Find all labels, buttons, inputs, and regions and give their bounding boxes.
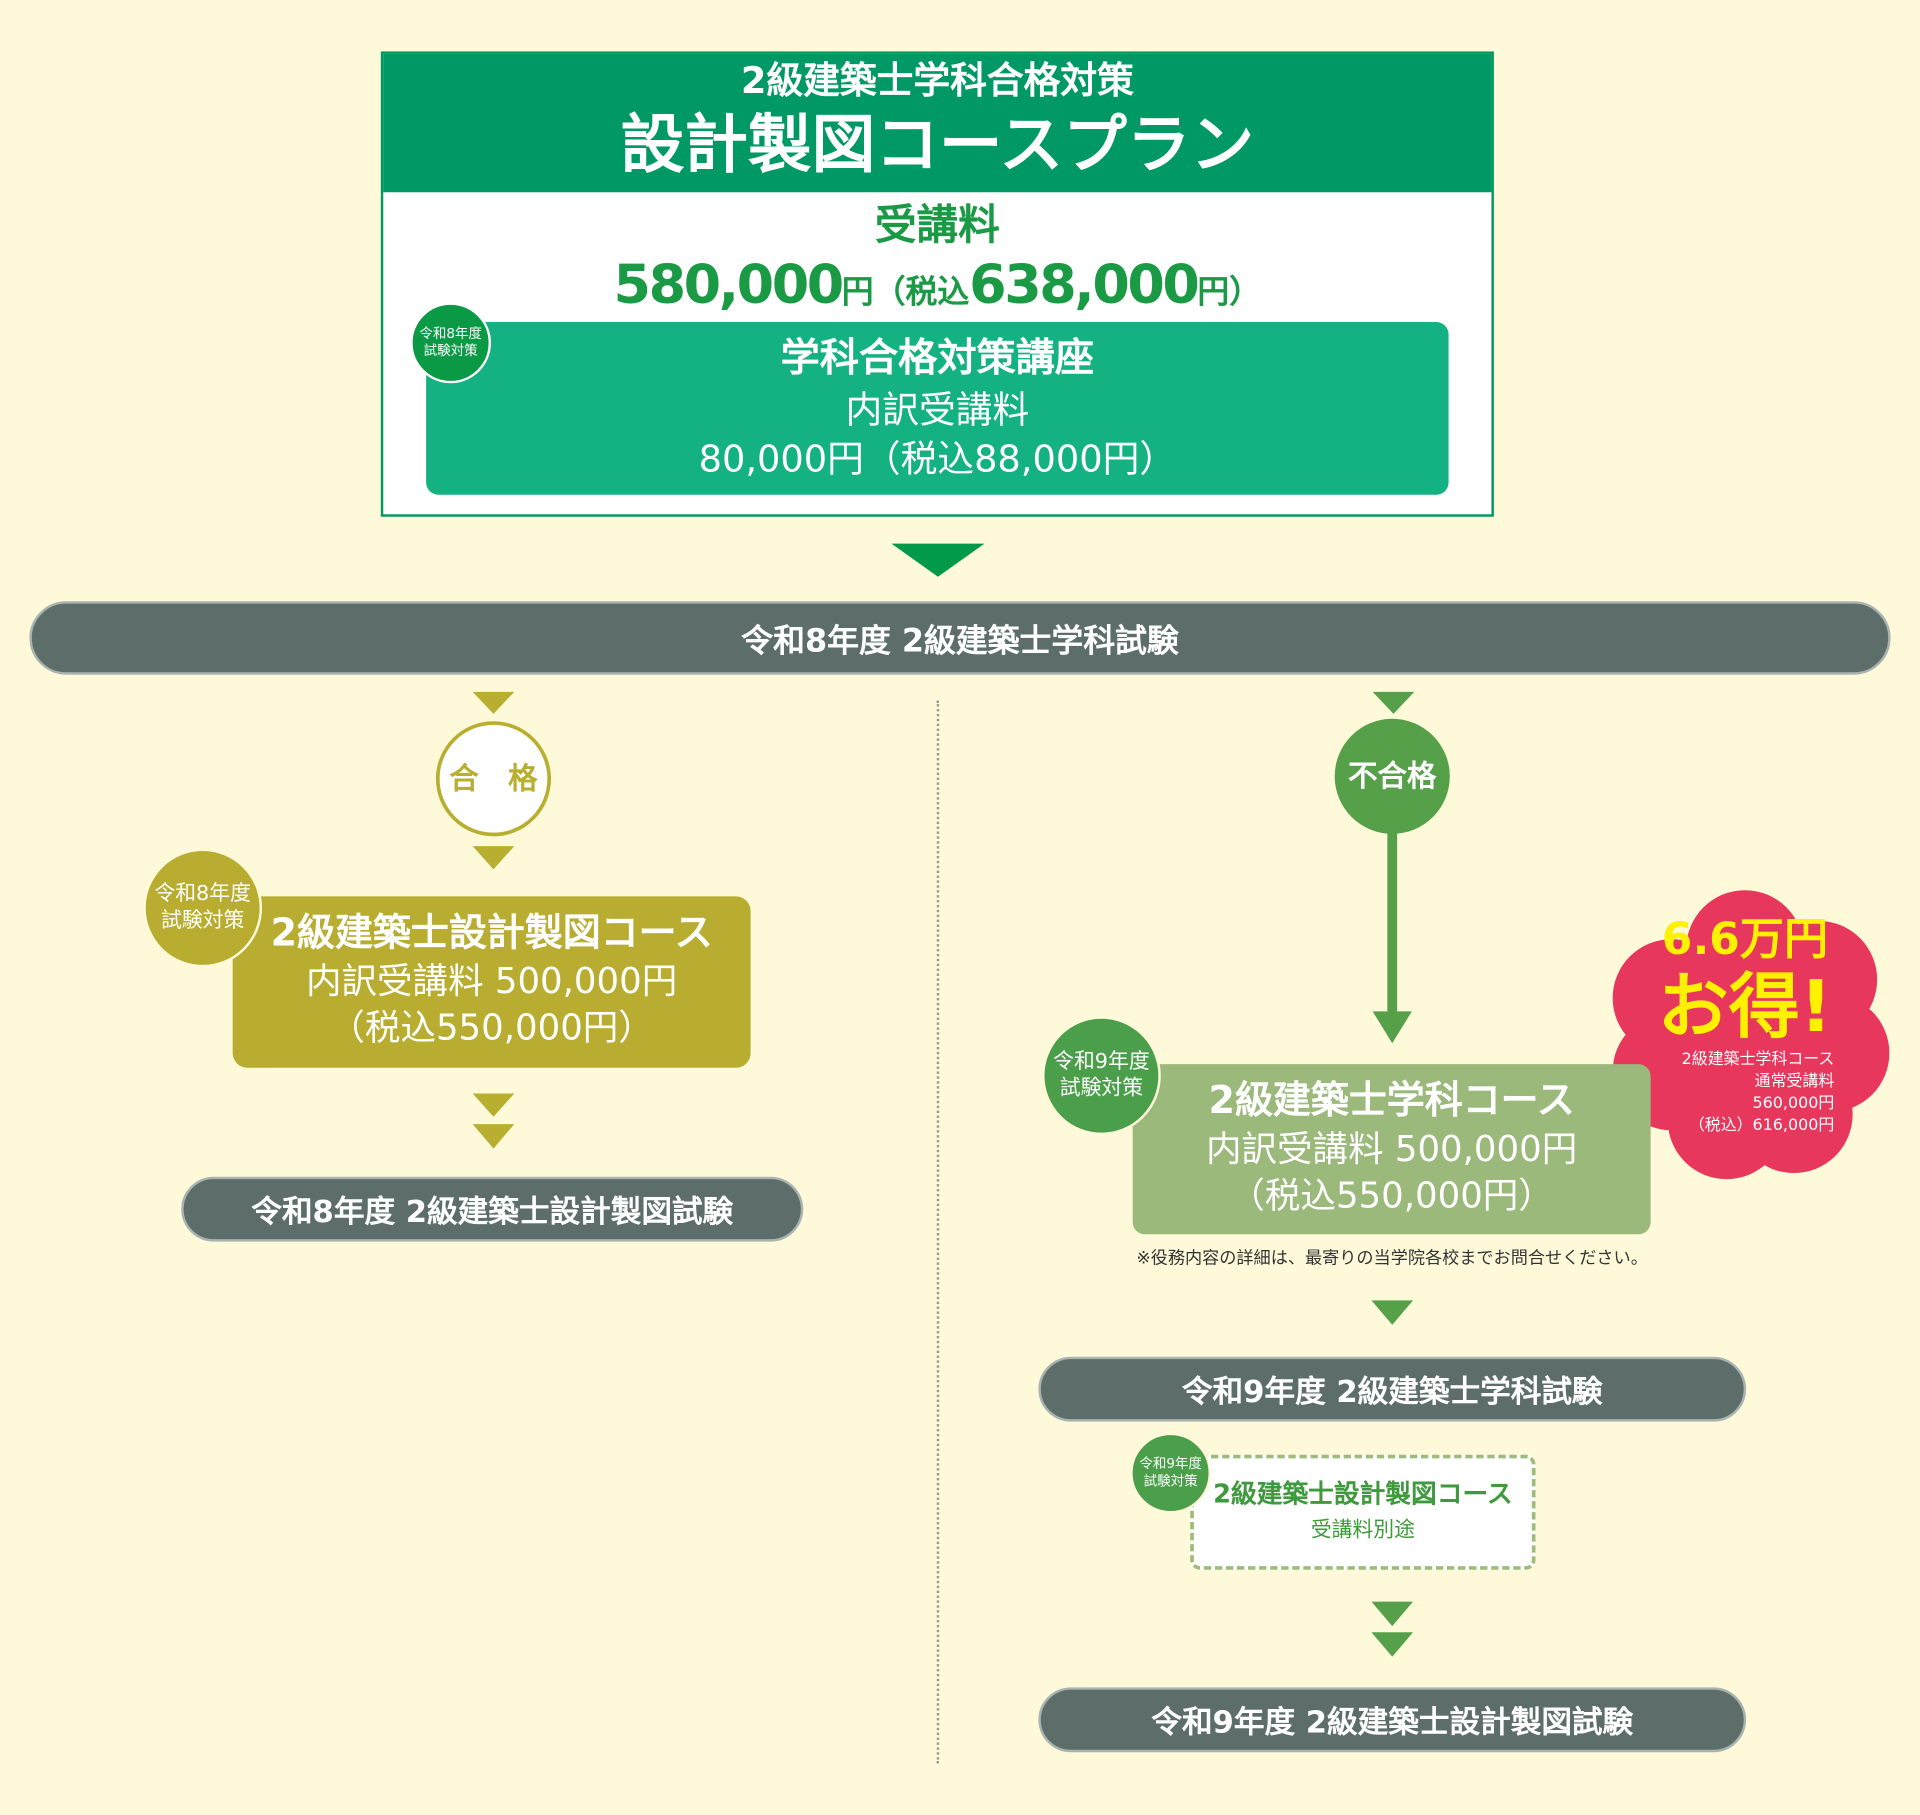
- promo-burst: [1601, 890, 1890, 1180]
- badge-r9-seizu: 令和9年度試験対策: [1130, 1432, 1212, 1514]
- badge-line: 令和9年度: [1053, 1049, 1150, 1075]
- badge-line: 令和9年度: [1139, 1456, 1202, 1473]
- course-fee: 受講料別途: [1310, 1518, 1415, 1543]
- badge-line: 試験対策: [161, 907, 245, 933]
- arrow-down-icon: [1371, 1300, 1414, 1325]
- course-title: 2級建築士設計製図コース: [1213, 1479, 1513, 1509]
- arrow-down-icon: [472, 1124, 515, 1149]
- course-title: 2級建築士設計製図コース: [270, 911, 713, 956]
- plan-title: 設計製図コースプラン: [620, 108, 1255, 183]
- yen: 円: [841, 274, 874, 312]
- course-tax: （税込550,000円）: [1229, 1174, 1554, 1216]
- tax-open: （税込: [873, 274, 970, 312]
- course-fee: 内訳受講料 500,000円: [1206, 1127, 1578, 1170]
- promo-line: 560,000円: [1752, 1094, 1835, 1114]
- seizu-course-r9-box: 2級建築士設計製図コース 受講料別途: [1190, 1454, 1536, 1570]
- arrow-line: [1387, 832, 1398, 1017]
- note: ※役務内容の詳細は、最寄りの当学院各校までお問合せください。: [1136, 1248, 1648, 1269]
- arrow-down-icon: [891, 543, 985, 577]
- plan-price: 580,000円（税込638,000円）: [383, 253, 1491, 327]
- fail-label: 不合格: [1348, 759, 1437, 794]
- badge-line: 試験対策: [1143, 1473, 1198, 1489]
- course-fee: 内訳受講料 500,000円: [306, 960, 678, 1002]
- badge-line: 試験対策: [423, 342, 478, 359]
- arrow-down-icon: [1371, 1601, 1414, 1627]
- plan-subtitle: 2級建築士学科合格対策: [740, 60, 1134, 103]
- course-title: 2級建築士学科コース: [1208, 1078, 1575, 1123]
- promo-line: （税込）616,000円: [1688, 1116, 1835, 1136]
- promo-headline: お得!: [1657, 964, 1833, 1049]
- badge-line: 試験対策: [1059, 1075, 1144, 1101]
- inner-title: 学科合格対策講座: [780, 334, 1095, 381]
- arrow-down-icon: [1372, 691, 1415, 714]
- promo-details: 2級建築士学科コース 通常受講料 560,000円 （税込）616,000円: [1641, 1049, 1835, 1137]
- arrow-down-icon: [472, 846, 515, 870]
- promo-amount: 6.6万円: [1661, 914, 1829, 965]
- exam-r8-gakka: 令和8年度 2級建築士学科試験: [29, 601, 1891, 675]
- arrow-down-icon: [1372, 1011, 1412, 1044]
- arrow-down-icon: [472, 1093, 515, 1117]
- price-tax-value: 638,000: [969, 253, 1200, 316]
- exam-r9-seizu: 令和9年度 2級建築士設計製図試験: [1038, 1687, 1747, 1753]
- badge-line: 令和8年度: [154, 881, 251, 907]
- inner-price: 80,000円（税込88,000円）: [698, 438, 1177, 482]
- badge-r9-right: 令和9年度試験対策: [1042, 1016, 1161, 1136]
- plan-header: 2級建築士学科合格対策 設計製図コースプラン: [383, 53, 1492, 193]
- gakka-course-box: 2級建築士学科コース 内訳受講料 500,000円 （税込550,000円）: [1132, 1064, 1651, 1235]
- divider: [936, 700, 940, 1764]
- exam-r9-gakka: 令和9年度 2級建築士学科試験: [1038, 1356, 1747, 1422]
- fee-label: 受講料: [874, 200, 1000, 250]
- fail-circle: 不合格: [1334, 718, 1450, 834]
- seizu-course-box: 2級建築士設計製図コース 内訳受講料 500,000円 （税込550,000円）: [232, 896, 751, 1068]
- badge-r8-left: 令和8年度試験対策: [143, 848, 263, 968]
- arrow-down-icon: [472, 691, 515, 714]
- promo-line: 通常受講料: [1754, 1072, 1835, 1092]
- tax-close: 円）: [1197, 274, 1262, 312]
- pass-label: 合 格: [449, 761, 538, 796]
- badge-r8-plan: 令和8年度試験対策: [410, 302, 492, 384]
- badge-line: 令和8年度: [419, 326, 482, 342]
- inner-fee-label: 内訳受講料: [845, 389, 1030, 433]
- exam-r8-seizu: 令和8年度 2級建築士設計製図試験: [181, 1176, 804, 1242]
- arrow-down-icon: [1371, 1632, 1414, 1657]
- promo-line: 2級建築士学科コース: [1681, 1050, 1835, 1069]
- plan-box: 2級建築士学科合格対策 設計製図コースプラン 受講料 580,000円（税込63…: [380, 51, 1494, 517]
- course-tax: （税込550,000円）: [329, 1006, 654, 1049]
- inner-course-box: 学科合格対策講座 内訳受講料 80,000円（税込88,000円）: [426, 322, 1449, 495]
- price-value: 580,000: [613, 253, 845, 316]
- pass-circle: 合 格: [435, 721, 552, 837]
